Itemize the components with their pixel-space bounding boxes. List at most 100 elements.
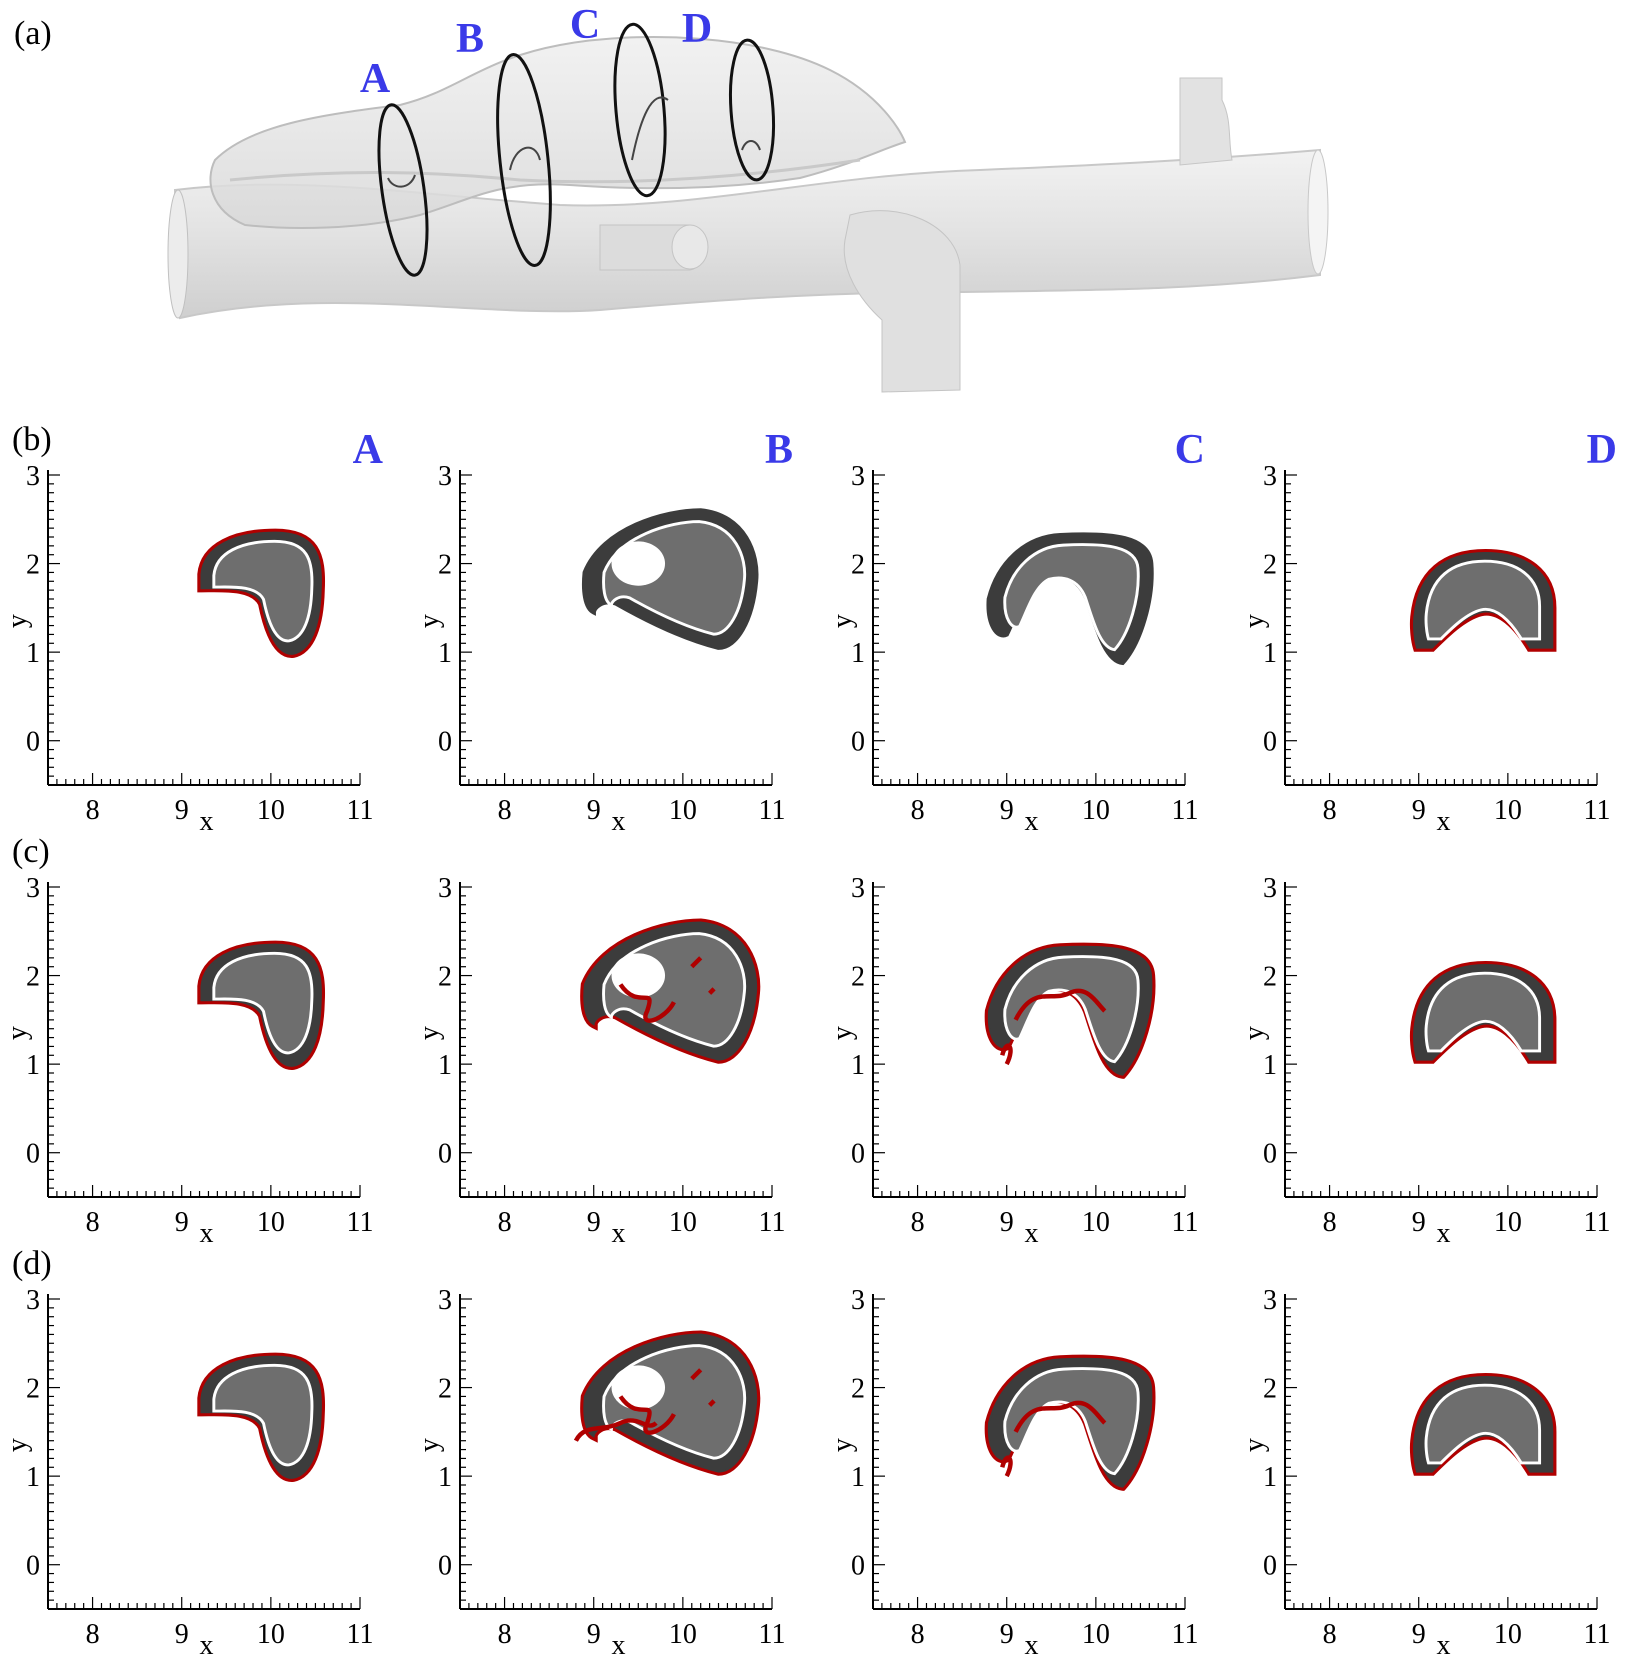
x-tick-label: 11: [1172, 795, 1199, 826]
x-tick-label: 11: [1172, 1619, 1199, 1650]
x-tick-label: 10: [1494, 795, 1522, 826]
y-tick-label: 3: [438, 873, 452, 904]
y-axis-title: y: [1239, 1026, 1270, 1040]
cross-section-d: [1409, 960, 1557, 1064]
x-tick-label: 9: [587, 1207, 601, 1238]
ring-label-c: C: [570, 2, 600, 48]
y-tick-label: 1: [1263, 1462, 1277, 1493]
red-contour-fragment: [573, 1418, 658, 1442]
column-label-a: A: [353, 427, 384, 473]
x-tick-label: 8: [911, 1207, 925, 1238]
x-tick-label: 11: [1584, 1207, 1611, 1238]
inner-region: [1424, 971, 1542, 1053]
y-tick-label: 0: [438, 1139, 452, 1170]
cross-section-b: [580, 918, 761, 1064]
y-tick-label: 0: [851, 1551, 865, 1582]
lower-branch: [843, 210, 961, 393]
y-axis-title: y: [2, 1438, 33, 1452]
y-tick-label: 0: [26, 1139, 40, 1170]
x-axis-title: x: [1437, 806, 1451, 837]
x-tick-label: 11: [1584, 795, 1611, 826]
x-tick-label: 11: [347, 1207, 374, 1238]
x-tick-label: 10: [257, 795, 285, 826]
x-axis-title: x: [612, 1630, 626, 1661]
y-tick-label: 1: [851, 1050, 865, 1081]
inner-region: [1003, 955, 1140, 1064]
y-tick-label: 0: [1263, 727, 1277, 758]
x-tick-label: 8: [498, 795, 512, 826]
x-tick-label: 8: [86, 795, 100, 826]
y-tick-label: 1: [438, 1050, 452, 1081]
y-tick-label: 0: [26, 1551, 40, 1582]
void-region: [611, 953, 666, 998]
y-axis-title: y: [827, 1026, 858, 1040]
cross-section-a: [197, 1352, 326, 1482]
red-contour-fragment: [1000, 1400, 1107, 1478]
y-tick-label: 1: [851, 1462, 865, 1493]
y-tick-label: 2: [438, 962, 452, 993]
inner-region: [212, 539, 314, 643]
x-axis-title: x: [612, 806, 626, 837]
y-axis-title: y: [2, 614, 33, 628]
y-tick-label: 0: [851, 727, 865, 758]
x-tick-label: 8: [1323, 1207, 1337, 1238]
y-tick-label: 3: [851, 461, 865, 492]
x-axis-title: x: [200, 1218, 214, 1249]
cross-section-a: [197, 528, 326, 658]
y-tick-label: 0: [1263, 1551, 1277, 1582]
x-tick-label: 10: [1082, 1207, 1110, 1238]
x-tick-label: 8: [86, 1207, 100, 1238]
section-ring-b: [496, 53, 552, 267]
x-axis-title: x: [1025, 1218, 1039, 1249]
y-tick-label: 3: [26, 461, 40, 492]
y-tick-label: 1: [26, 638, 40, 669]
ring-label-a: A: [360, 56, 391, 102]
x-tick-label: 10: [669, 1619, 697, 1650]
x-tick-label: 9: [1000, 1207, 1014, 1238]
x-tick-label: 9: [1000, 795, 1014, 826]
section-ring-c: [613, 22, 667, 198]
x-tick-label: 8: [1323, 1619, 1337, 1650]
y-tick-label: 2: [26, 550, 40, 581]
y-tick-label: 0: [438, 727, 452, 758]
x-tick-label: 9: [1412, 1619, 1426, 1650]
x-tick-label: 11: [759, 795, 786, 826]
y-tick-label: 3: [26, 873, 40, 904]
y-tick-label: 1: [26, 1462, 40, 1493]
x-tick-label: 11: [347, 795, 374, 826]
upper-branch: [1179, 77, 1233, 166]
y-tick-label: 0: [851, 1139, 865, 1170]
x-tick-label: 8: [911, 1619, 925, 1650]
y-tick-label: 1: [26, 1050, 40, 1081]
x-tick-label: 9: [1412, 1207, 1426, 1238]
panel-label-d: (d): [12, 1245, 52, 1282]
y-tick-label: 0: [26, 727, 40, 758]
x-axis-title: x: [1437, 1630, 1451, 1661]
y-tick-label: 3: [1263, 1285, 1277, 1316]
y-tick-label: 2: [851, 550, 865, 581]
x-axis-title: x: [1025, 806, 1039, 837]
x-tick-label: 8: [911, 795, 925, 826]
x-tick-label: 9: [1412, 795, 1426, 826]
cross-section-d: [1409, 1372, 1557, 1476]
ring-label-d: D: [682, 6, 712, 52]
x-tick-label: 10: [1494, 1619, 1522, 1650]
y-tick-label: 2: [438, 1374, 452, 1405]
y-tick-label: 3: [1263, 461, 1277, 492]
x-tick-label: 9: [175, 795, 189, 826]
inner-region: [1424, 559, 1542, 641]
x-tick-label: 11: [1172, 1207, 1199, 1238]
y-tick-label: 2: [26, 1374, 40, 1405]
void-region: [611, 541, 666, 586]
y-axis-title: y: [414, 614, 445, 628]
y-tick-label: 2: [851, 1374, 865, 1405]
y-tick-label: 1: [851, 638, 865, 669]
